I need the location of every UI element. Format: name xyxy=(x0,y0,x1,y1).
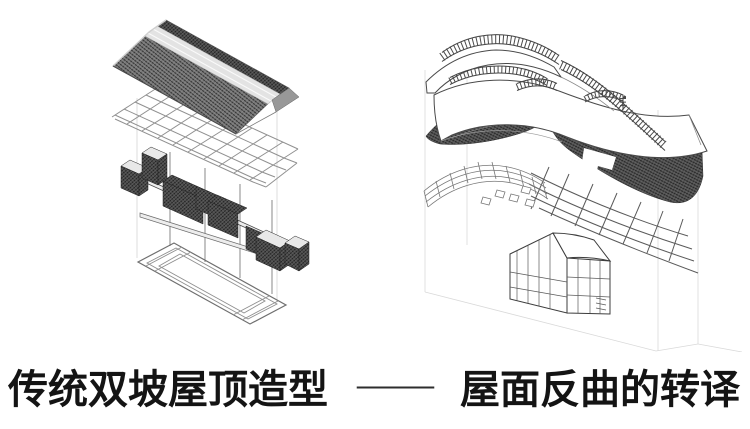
roof-gable-overhang xyxy=(271,87,300,113)
right-beam-layer xyxy=(528,166,699,274)
left-floor-layer xyxy=(136,242,288,325)
right-diagram xyxy=(423,34,743,352)
left-wall-layer xyxy=(120,146,310,294)
right-deck-layer xyxy=(425,34,708,159)
caption-right-title: 屋面反曲的转译 xyxy=(460,367,740,412)
left-roof-layer xyxy=(112,19,300,135)
wall-hatched-boxes xyxy=(120,146,310,272)
membrane-notch xyxy=(581,148,616,175)
left-diagram xyxy=(111,19,310,325)
railing-lower-left xyxy=(448,65,549,86)
railing-small-c xyxy=(583,90,626,110)
railing-upper-left xyxy=(439,34,562,65)
deck-plate-left xyxy=(425,49,563,94)
right-house-frame xyxy=(509,232,612,315)
caption: 传统双坡屋顶造型 —— 屋面反曲的转译 xyxy=(0,349,750,423)
caption-left-title: 传统双坡屋顶造型 xyxy=(8,367,328,412)
railing-middle xyxy=(515,78,559,91)
right-grid-layer xyxy=(423,161,549,208)
diagrams-svg xyxy=(111,19,743,352)
caption-dash: —— xyxy=(357,360,434,406)
